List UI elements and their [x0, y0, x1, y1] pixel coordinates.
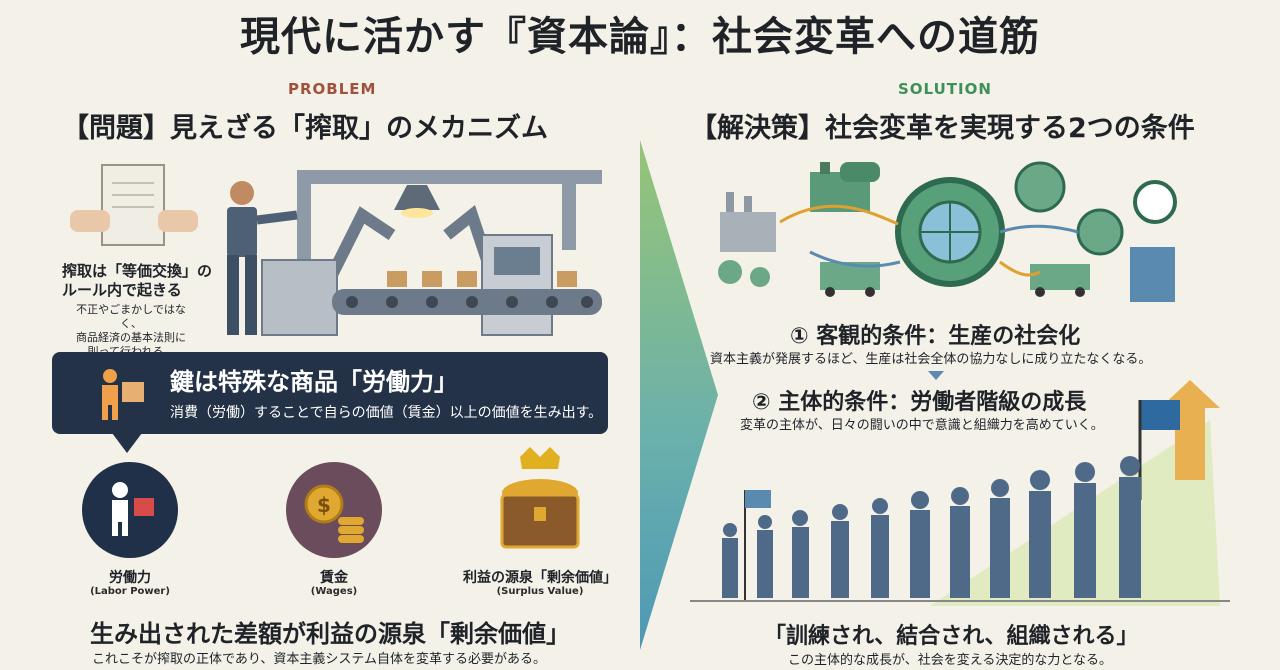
solution-bottom-body: この主体的な成長が、社会を変える決定的な力となる。 — [788, 653, 1112, 668]
treasure-chest-icon — [500, 447, 580, 549]
subjective-condition-title: ② 主体的条件：労働者階級の成長 — [752, 390, 1087, 415]
solution-tag: SOLUTION — [898, 80, 992, 98]
note-body-1: 不正やごまかしではなく、 — [76, 303, 186, 330]
key-box: 鍵は特殊な商品「労働力」 消費（労働）することで自らの価値（賃金）以上の価値を生… — [52, 352, 608, 434]
key-title: 鍵は特殊な商品「労働力」 — [170, 368, 458, 396]
solution-bottom-title: 「訓練され、結合され、組織される」 — [764, 624, 1139, 649]
wages-icon: $ — [286, 462, 382, 558]
surplus-value-sub: (Surplus Value) — [496, 586, 584, 597]
objective-condition-body: 資本主義が発展するほど、生産は社会全体の協力なしに成り立たなくなる。 — [710, 352, 1152, 367]
objective-condition-title: ① 客観的条件：生産の社会化 — [790, 324, 1081, 349]
surplus-value-label: 利益の源泉「剰余価値」 — [463, 570, 617, 586]
flag-icon — [1140, 400, 1180, 430]
page-title: 現代に活かす『資本論』：社会変革への道筋 — [240, 14, 1040, 60]
labor-power-label: 労働力 — [109, 570, 151, 586]
network-illustration — [718, 161, 1177, 302]
problem-bottom-body: これこそが搾取の正体であり、資本主義システム自体を変革する必要がある。 — [92, 652, 546, 667]
worker-lifting-icon — [102, 369, 144, 420]
problem-bottom-title: 生み出された差額が利益の源泉「剰余価値」 — [90, 620, 570, 648]
problem-heading: 【問題】見えざる「搾取」のメカニズム — [62, 113, 548, 144]
note-title-1: 搾取は「等価交換」の — [62, 262, 213, 280]
subjective-condition-body: 変革の主体が、日々の闘いの中で意識と組織力を高めていく。 — [740, 418, 1104, 433]
contract-icon — [101, 164, 165, 246]
factory-illustration — [62, 155, 622, 355]
problem-tag: PROBLEM — [288, 80, 377, 98]
note-title-2: ルール内で起きる — [62, 281, 182, 299]
solution-heading: 【解決策】社会変革を実現する2つの条件 — [690, 113, 1195, 144]
labor-power-icon — [82, 462, 178, 558]
key-body: 消費（労働）することで自らの価値（賃金）以上の価値を生み出す。 — [170, 405, 603, 421]
svg-text:$: $ — [317, 493, 331, 517]
divider-arrow — [640, 140, 718, 650]
clock-icon — [1133, 180, 1177, 224]
wages-label: 賃金 — [320, 570, 348, 586]
note-body-2: 商品経済の基本法則に — [76, 331, 186, 344]
callout-pointer — [112, 433, 142, 453]
workers-march-illustration — [690, 380, 1230, 606]
wages-sub: (Wages) — [310, 586, 358, 597]
labor-power-sub: (Labor Power) — [90, 586, 170, 597]
down-arrow-icon — [928, 371, 944, 380]
